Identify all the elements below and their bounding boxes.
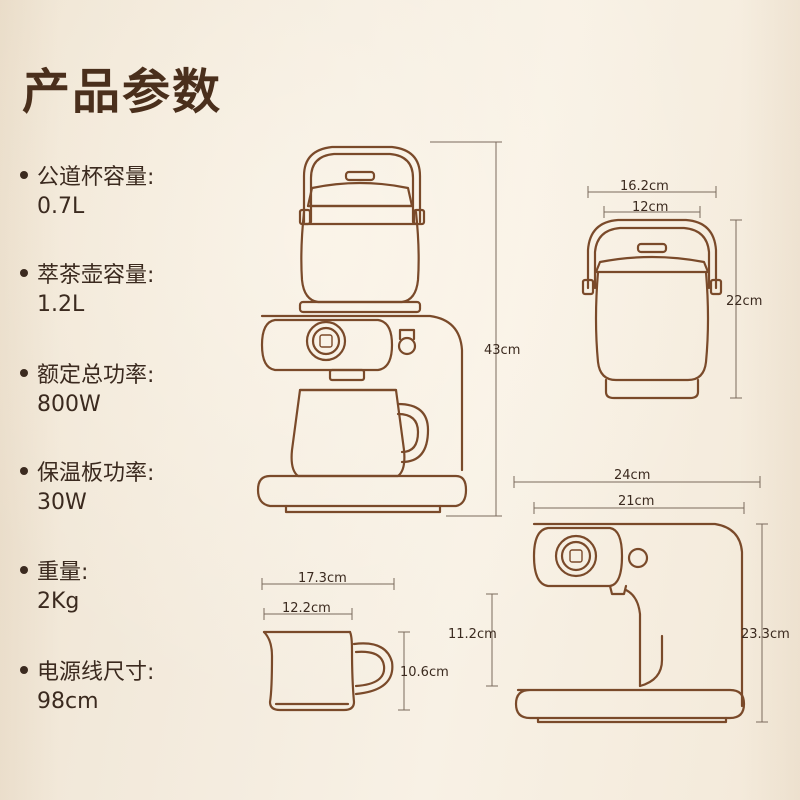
spec-label: 重量: bbox=[37, 560, 89, 585]
machine-height-label: 43cm bbox=[484, 343, 520, 358]
spec-value: 98cm bbox=[37, 689, 99, 714]
cup-height-label: 10.6cm bbox=[400, 665, 449, 680]
spec-warming-plate-power: 保温板功率: 30W bbox=[20, 456, 220, 515]
spec-value: 2Kg bbox=[37, 589, 80, 614]
spec-value: 0.7L bbox=[37, 194, 85, 219]
spec-value: 800W bbox=[37, 392, 101, 417]
cup-width-inner-label: 12.2cm bbox=[282, 601, 331, 616]
bullet-icon bbox=[20, 269, 28, 277]
pot-width-outer-label: 16.2cm bbox=[620, 179, 669, 194]
base-width-inner-label: 21cm bbox=[618, 494, 654, 509]
bullet-icon bbox=[20, 566, 28, 574]
bullet-icon bbox=[20, 467, 28, 475]
spec-power-cord-length: 电源线尺寸: 98cm bbox=[20, 655, 220, 714]
spec-label: 保温板功率: bbox=[37, 461, 155, 486]
spec-pot-capacity: 萃茶壶容量: 1.2L bbox=[20, 258, 220, 317]
dimension-lines bbox=[261, 141, 768, 723]
spec-value: 30W bbox=[37, 490, 87, 515]
tea-machine-drawing bbox=[256, 145, 468, 514]
spec-rated-power: 额定总功率: 800W bbox=[20, 358, 220, 417]
page-title: 产品参数 bbox=[22, 64, 223, 120]
spec-jug-capacity: 公道杯容量: 0.7L bbox=[20, 160, 220, 219]
bullet-icon bbox=[20, 666, 28, 674]
spec-label: 电源线尺寸: bbox=[37, 660, 155, 685]
bullet-icon bbox=[20, 171, 28, 179]
spec-value: 1.2L bbox=[37, 292, 85, 317]
base-width-outer-label: 24cm bbox=[614, 468, 650, 483]
base-machine-drawing bbox=[514, 522, 746, 724]
spec-weight: 重量: 2Kg bbox=[20, 555, 220, 614]
pot-height-label: 22cm bbox=[726, 294, 762, 309]
spec-label: 公道杯容量: bbox=[37, 165, 155, 190]
bullet-icon bbox=[20, 369, 28, 377]
cup-width-outer-label: 17.3cm bbox=[298, 571, 347, 586]
base-height-inner-label: 11.2cm bbox=[448, 627, 497, 642]
brewing-pot-drawing bbox=[581, 218, 723, 400]
fairness-jug-drawing bbox=[262, 630, 394, 712]
base-height-outer-label: 23.3cm bbox=[741, 627, 790, 642]
spec-label: 萃茶壶容量: bbox=[37, 263, 155, 288]
spec-label: 额定总功率: bbox=[37, 363, 155, 388]
pot-width-inner-label: 12cm bbox=[632, 200, 668, 215]
